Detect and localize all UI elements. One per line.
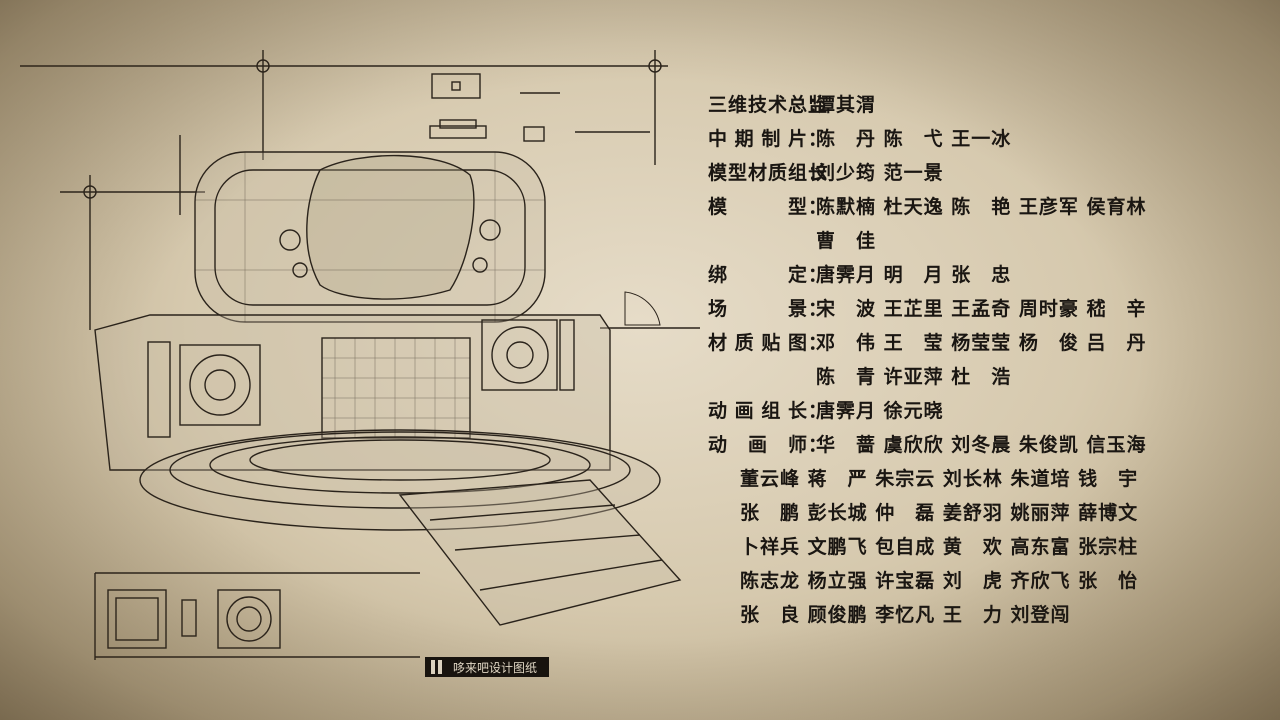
- credit-role: 材质贴图: [708, 331, 808, 354]
- credit-role: 绑定: [708, 263, 808, 286]
- credit-names: 陈默楠 杜天逸 陈 艳 王彦军 侯育林: [816, 195, 1147, 218]
- credit-row: 卜祥兵 文鹏飞 包自成 黄 欢 高东富 张宗柱: [708, 528, 1268, 562]
- credit-row: 中期制片：陈 丹 陈 弋 王一冰: [708, 120, 1268, 154]
- credit-row: 曹 佳: [708, 222, 1268, 256]
- credit-row: 陈志龙 杨立强 许宝磊 刘 虎 齐欣飞 张 怡: [708, 562, 1268, 596]
- caption-label: 哆来吧设计图纸: [425, 657, 550, 677]
- credit-colon: ：: [808, 195, 829, 218]
- credit-row: 模型：陈默楠 杜天逸 陈 艳 王彦军 侯育林: [708, 188, 1268, 222]
- credit-colon: ：: [808, 399, 829, 422]
- credit-names: 陈 青 许亚萍 杜 浩: [816, 365, 1012, 388]
- credit-row: 陈 青 许亚萍 杜 浩: [708, 358, 1268, 392]
- credit-row: 动画组长：唐霁月 徐元晓: [708, 392, 1268, 426]
- credit-colon: ：: [808, 331, 829, 354]
- credits-list: 三维技术总监：谭其渭中期制片：陈 丹 陈 弋 王一冰模型材质组长：刘少筠 范一景…: [708, 86, 1268, 630]
- credit-row: 场景：宋 波 王芷里 王孟奇 周时豪 嵇 辛: [708, 290, 1268, 324]
- credit-names: 宋 波 王芷里 王孟奇 周时豪 嵇 辛: [816, 297, 1147, 320]
- credit-colon: ：: [808, 433, 829, 456]
- credit-role: 动画师: [708, 433, 808, 456]
- credit-colon: ：: [808, 263, 829, 286]
- blueprint-drawing: [20, 50, 700, 660]
- credit-role: 动画组长: [708, 399, 808, 422]
- credit-names: 张 鹏 彭长城 仲 磊 姜舒羽 姚丽萍 薛博文: [740, 501, 1139, 524]
- credit-names: 邓 伟 王 莹 杨莹莹 杨 俊 吕 丹: [816, 331, 1147, 354]
- credit-names: 谭其渭: [816, 93, 877, 116]
- credit-row: 绑定：唐霁月 明 月 张 忠: [708, 256, 1268, 290]
- credit-colon: ：: [808, 93, 829, 116]
- caption-bar-icon: [438, 660, 442, 674]
- credit-names: 董云峰 蒋 严 朱宗云 刘长林 朱道培 钱 宇: [740, 467, 1139, 490]
- credit-names: 张 良 顾俊鹏 李忆凡 王 力 刘登闯: [740, 603, 1071, 626]
- credit-names: 唐霁月 明 月 张 忠: [816, 263, 1012, 286]
- credit-colon: ：: [808, 161, 829, 184]
- credit-row: 董云峰 蒋 严 朱宗云 刘长林 朱道培 钱 宇: [708, 460, 1268, 494]
- credit-row: 张 良 顾俊鹏 李忆凡 王 力 刘登闯: [708, 596, 1268, 630]
- credit-row: 模型材质组长：刘少筠 范一景: [708, 154, 1268, 188]
- credit-row: 张 鹏 彭长城 仲 磊 姜舒羽 姚丽萍 薛博文: [708, 494, 1268, 528]
- credit-names: 陈志龙 杨立强 许宝磊 刘 虎 齐欣飞 张 怡: [740, 569, 1139, 592]
- credit-names: 刘少筠 范一景: [816, 161, 944, 184]
- caption-text: 哆来吧设计图纸: [453, 660, 538, 675]
- credit-role: 三维技术总监: [708, 93, 829, 116]
- credit-role: 模型材质组长: [708, 161, 829, 184]
- credit-colon: ：: [808, 127, 829, 150]
- credit-row: 三维技术总监：谭其渭: [708, 86, 1268, 120]
- credit-row: 材质贴图：邓 伟 王 莹 杨莹莹 杨 俊 吕 丹: [708, 324, 1268, 358]
- credit-role: 场景: [708, 297, 808, 320]
- caption-bar-icon: [431, 660, 435, 674]
- credit-role: 中期制片: [708, 127, 808, 150]
- credit-names: 唐霁月 徐元晓: [816, 399, 944, 422]
- credit-names: 卜祥兵 文鹏飞 包自成 黄 欢 高东富 张宗柱: [740, 535, 1139, 558]
- credit-names: 陈 丹 陈 弋 王一冰: [816, 127, 1012, 150]
- credit-names: 华 蔷 虞欣欣 刘冬晨 朱俊凯 信玉海: [816, 433, 1147, 456]
- credit-row: 动画师：华 蔷 虞欣欣 刘冬晨 朱俊凯 信玉海: [708, 426, 1268, 460]
- credit-colon: ：: [808, 297, 829, 320]
- credit-role: 模型: [708, 195, 808, 218]
- credit-names: 曹 佳: [816, 229, 877, 252]
